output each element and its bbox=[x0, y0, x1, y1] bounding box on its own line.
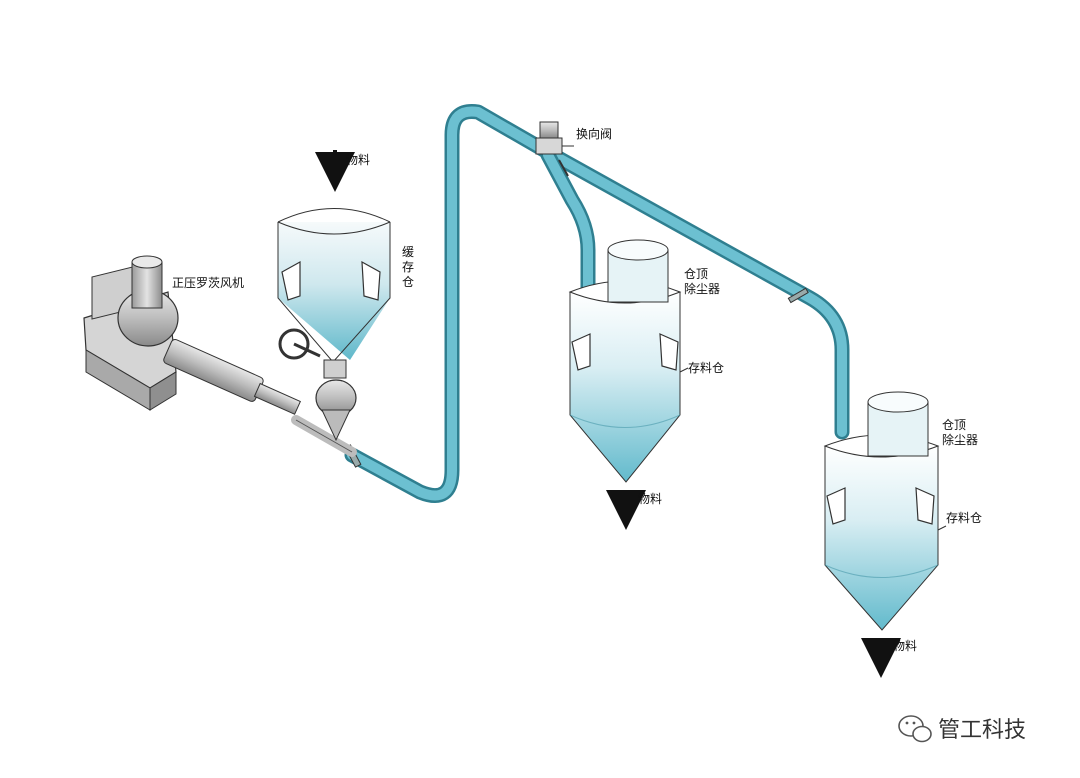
conveying-pipeline bbox=[344, 104, 850, 503]
label-dust-collector-1-line2: 除尘器 bbox=[684, 281, 720, 296]
blower-inlet-silencer bbox=[131, 261, 163, 309]
bin-lug bbox=[361, 260, 381, 301]
dust-collector-2-top bbox=[867, 391, 929, 413]
label-storage-bin-1: 存料仓 bbox=[688, 361, 724, 375]
dust-collector-1-top bbox=[607, 239, 669, 261]
main-pipe bbox=[347, 106, 847, 501]
label-storage-bin-2: 存料仓 bbox=[946, 511, 982, 525]
blower-base-front bbox=[149, 371, 177, 411]
bin-lug bbox=[826, 487, 846, 525]
storage-bin-1 bbox=[568, 239, 689, 530]
label-buffer-bin-3: 仓 bbox=[402, 275, 414, 289]
storage-bin-1-shell bbox=[570, 292, 680, 482]
label-dust-collector-1-line1: 仓顶 bbox=[684, 267, 708, 281]
bin-lug bbox=[281, 260, 301, 301]
bin-lug bbox=[659, 333, 679, 371]
rotary-valve-neck bbox=[323, 359, 347, 379]
label-buffer-bin-2: 存 bbox=[402, 260, 414, 274]
label-buffer-bin-1: 缓 bbox=[402, 245, 414, 259]
diverter-valve bbox=[535, 121, 574, 155]
label-material-in: 物料 bbox=[346, 153, 370, 167]
discharge-silencer bbox=[163, 339, 301, 415]
buffer-bin-top bbox=[277, 208, 391, 223]
storage-bin-2-shell bbox=[825, 446, 938, 630]
label-material-out-1: 物料 bbox=[638, 492, 662, 506]
pipe-flange bbox=[787, 287, 809, 304]
diagram-labels: 正压罗茨风机 物料 缓 存 仓 换向阀 仓顶 除尘器 存料仓 物料 仓顶 除尘器… bbox=[172, 126, 982, 653]
leader-line bbox=[679, 367, 689, 373]
label-material-out-2: 物料 bbox=[893, 639, 917, 653]
diverter-actuator bbox=[539, 121, 559, 139]
handwheel-icon bbox=[278, 328, 310, 360]
storage-bin-2 bbox=[823, 391, 947, 678]
brand-watermark: 管工科技 bbox=[898, 715, 1026, 743]
feeder-throat bbox=[321, 409, 351, 442]
blower-discharge-pipe-edge bbox=[295, 419, 353, 453]
label-dust-collector-2-line2: 除尘器 bbox=[942, 432, 978, 447]
branch-pipe bbox=[543, 150, 593, 295]
buffer-bin bbox=[277, 150, 391, 442]
diverter-body bbox=[535, 137, 563, 155]
bin-lug bbox=[571, 333, 591, 371]
brand-name: 管工科技 bbox=[938, 718, 1026, 743]
bin-lug bbox=[915, 487, 935, 525]
label-blower: 正压罗茨风机 bbox=[172, 276, 244, 290]
silencer-top bbox=[131, 255, 163, 269]
wechat-icon bbox=[898, 715, 932, 743]
pipe-flange bbox=[558, 159, 569, 177]
label-diverter-valve: 换向阀 bbox=[576, 126, 612, 141]
label-dust-collector-2-line1: 仓顶 bbox=[942, 418, 966, 432]
leader-line bbox=[937, 525, 947, 531]
roots-blower bbox=[83, 255, 357, 457]
handwheel-stem bbox=[293, 342, 321, 358]
buffer-bin-shell bbox=[278, 222, 390, 360]
